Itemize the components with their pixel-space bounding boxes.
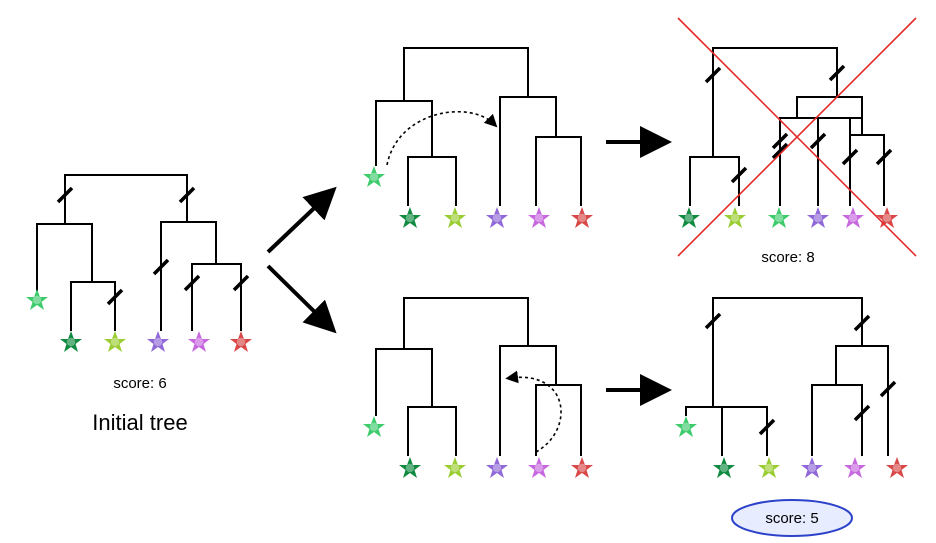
taxon-star-icon xyxy=(444,457,466,478)
taxon-star-icon xyxy=(876,207,898,228)
taxon-star-icon xyxy=(842,207,864,228)
taxon-star-icon xyxy=(486,457,508,478)
rejected-score: score: 8 xyxy=(761,249,814,266)
taxon-star-icon xyxy=(768,207,790,228)
result-arrows xyxy=(606,126,672,406)
taxon-star-icon xyxy=(486,207,508,228)
initial-score: score: 6 xyxy=(113,375,166,392)
initial-caption: Initial tree xyxy=(92,410,187,435)
taxon-star-icon xyxy=(528,457,550,478)
taxon-star-icon xyxy=(26,289,48,310)
taxon-star-icon xyxy=(528,207,550,228)
branch-change-marks xyxy=(56,186,250,306)
best-score-highlight xyxy=(731,499,853,537)
reject-cross xyxy=(677,17,917,257)
taxon-star-icon xyxy=(444,207,466,228)
accepted-tree: score: 5 xyxy=(675,297,908,537)
taxon-star-icon xyxy=(399,207,421,228)
taxon-star-icon xyxy=(230,331,252,352)
taxon-star-icon xyxy=(147,331,169,352)
taxon-star-icon xyxy=(724,207,746,228)
taxon-star-icon xyxy=(678,207,700,228)
candidate-tree-top xyxy=(363,47,593,228)
taxon-star-icon xyxy=(801,457,823,478)
taxon-star-icon xyxy=(363,166,385,187)
initial-tree: score: 6 Initial tree xyxy=(26,174,252,435)
branching-arrows xyxy=(266,186,337,334)
taxon-star-icon xyxy=(844,457,866,478)
move-subtree-arrow xyxy=(505,370,562,453)
taxon-star-icon xyxy=(363,416,385,437)
taxon-star-icon xyxy=(60,331,82,352)
branch-change-marks xyxy=(704,64,893,184)
rejected-tree: score: 8 xyxy=(677,17,917,266)
taxon-star-icon xyxy=(399,457,421,478)
branch-change-marks xyxy=(704,312,897,436)
taxon-star-icon xyxy=(104,331,126,352)
taxon-star-icon xyxy=(571,207,593,228)
candidate-tree-bottom xyxy=(363,297,593,478)
taxon-star-icon xyxy=(571,457,593,478)
taxon-star-icon xyxy=(886,457,908,478)
taxon-star-icon xyxy=(713,457,735,478)
taxon-star-icon xyxy=(758,457,780,478)
taxon-star-icon xyxy=(675,416,697,437)
move-subtree-arrow xyxy=(386,111,498,166)
accepted-score: score: 5 xyxy=(765,510,818,527)
taxon-star-icon xyxy=(807,207,829,228)
taxon-star-icon xyxy=(188,331,210,352)
